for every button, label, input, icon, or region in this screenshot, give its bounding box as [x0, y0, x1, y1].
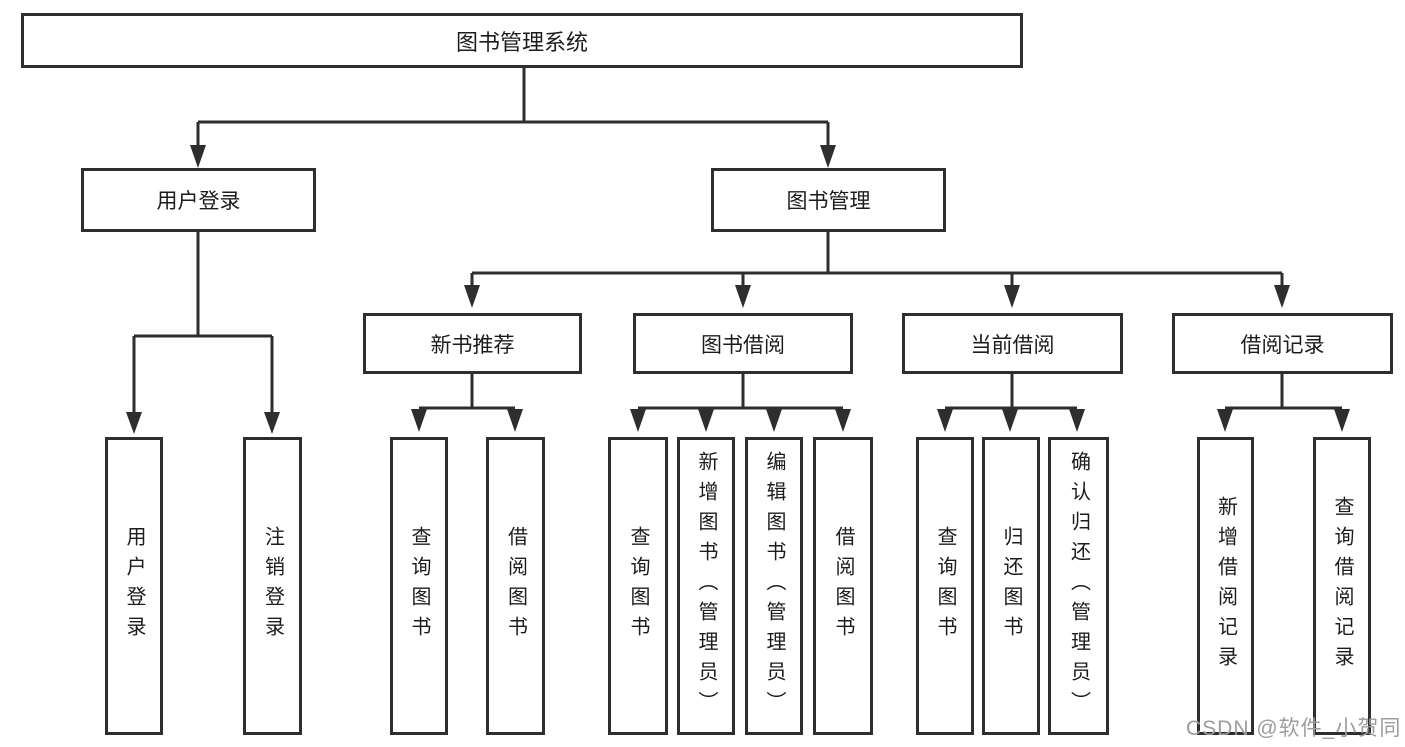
- node-label: 借阅记录: [1240, 333, 1325, 357]
- node-label: 借阅图书: [832, 526, 854, 646]
- leaf-logout: 注销登录: [243, 437, 302, 735]
- node-book-borrowing: 图书借阅: [633, 313, 853, 374]
- node-label: 查询图书: [408, 526, 430, 646]
- node-label: 确认归还（管理员）: [1067, 451, 1090, 721]
- leaf-borrow-books-recommend: 借阅图书: [486, 437, 545, 735]
- node-current-borrowing: 当前借阅: [902, 313, 1123, 374]
- node-label: 用户登录: [123, 526, 145, 646]
- node-label: 归还图书: [1000, 526, 1022, 646]
- node-label: 编辑图书（管理员）: [763, 451, 785, 721]
- node-label: 当前借阅: [970, 333, 1055, 357]
- node-label: 借阅图书: [504, 526, 527, 646]
- leaf-add-books-admin: 新增图书（管理员）: [677, 437, 735, 735]
- node-label: 图书管理: [786, 190, 871, 213]
- node-label: 查询借阅记录: [1331, 496, 1353, 676]
- node-user-login: 用户登录: [81, 168, 316, 232]
- leaf-query-books-current: 查询图书: [916, 437, 974, 735]
- leaf-confirm-return-admin: 确认归还（管理员）: [1048, 437, 1109, 735]
- leaf-return-books: 归还图书: [982, 437, 1040, 735]
- leaf-user-login: 用户登录: [105, 437, 163, 735]
- node-book-management: 图书管理: [711, 168, 946, 232]
- node-label: 图书管理系统: [455, 29, 588, 55]
- node-borrowing-records: 借阅记录: [1172, 313, 1393, 374]
- node-label: 图书借阅: [701, 333, 785, 357]
- node-label: 新增借阅记录: [1214, 496, 1237, 676]
- leaf-borrow-books: 借阅图书: [813, 437, 873, 735]
- leaf-query-borrow-record: 查询借阅记录: [1313, 437, 1371, 735]
- node-label: 新增图书（管理员）: [695, 451, 717, 721]
- node-label: 注销登录: [261, 526, 284, 646]
- leaf-query-books-recommend: 查询图书: [390, 437, 448, 735]
- node-label: 新书推荐: [430, 333, 515, 357]
- leaf-add-borrow-record: 新增借阅记录: [1197, 437, 1254, 735]
- node-label: 查询图书: [627, 526, 649, 646]
- node-library-management-system: 图书管理系统: [21, 13, 1023, 68]
- csdn-watermark: CSDN @软件_小贺同学: [1186, 717, 1402, 740]
- leaf-edit-books-admin: 编辑图书（管理员）: [745, 437, 803, 735]
- node-label: 用户登录: [156, 190, 241, 213]
- node-label: 查询图书: [934, 526, 956, 646]
- leaf-query-books-borrow: 查询图书: [608, 437, 668, 735]
- node-new-book-recommendation: 新书推荐: [363, 313, 582, 374]
